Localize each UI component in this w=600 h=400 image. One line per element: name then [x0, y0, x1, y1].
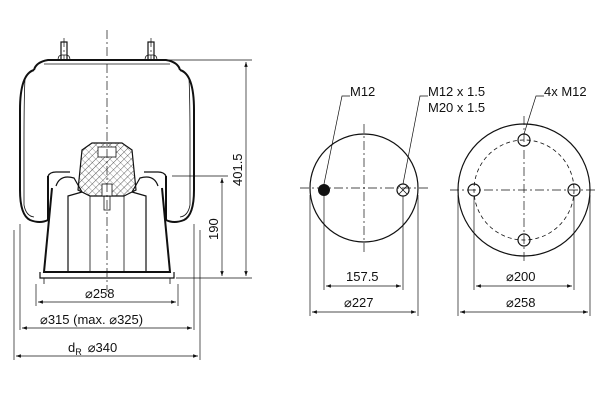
- air-port-icon: [396, 183, 410, 197]
- dr-sub: R: [75, 347, 82, 357]
- dia-bellow-max: ⌀325: [109, 312, 139, 327]
- dia-dr-label: dR ⌀340: [68, 340, 117, 357]
- height-total-label: 401.5: [230, 153, 245, 186]
- dia-top-plate-label: ⌀227: [344, 295, 374, 310]
- height-piston-label: 190: [206, 218, 221, 240]
- stud-hole-icon: [318, 184, 330, 196]
- air-thread-label-1: M12 x 1.5: [428, 84, 485, 99]
- top-plate-circle: [309, 133, 419, 243]
- bellow: [19, 69, 195, 223]
- top-plate-view: M12 M12 x 1.5 M20 x 1.5 157.5 ⌀227: [300, 84, 485, 316]
- side-view: 401.5 190 ⌀258 ⌀315 (max. ⌀325) dR ⌀340: [13, 30, 252, 360]
- dia-bellow-label: ⌀315 (max. ⌀325): [40, 312, 143, 327]
- dia-bellow-suffix: ): [139, 312, 143, 327]
- bottom-thread-label: 4x M12: [544, 84, 587, 99]
- bolt-circle-bottom-label: ⌀200: [506, 269, 536, 284]
- dia-bottom-plate-label: ⌀258: [506, 295, 536, 310]
- bolt-hole-icon-bottom: [517, 233, 531, 247]
- dia-dr: ⌀340: [88, 340, 118, 355]
- dia-bellow-prefix: ⌀315 (max.: [40, 312, 109, 327]
- dia-piston-base-label: ⌀258: [85, 286, 115, 301]
- dr-d: d: [68, 340, 75, 355]
- air-thread-label-2: M20 x 1.5: [428, 100, 485, 115]
- bolt-circle-top-label: 157.5: [346, 269, 379, 284]
- top-studs: [57, 38, 158, 61]
- bottom-plate-view: 4x M12 ⌀200 ⌀258: [450, 84, 598, 316]
- top-thread-label: M12: [350, 84, 375, 99]
